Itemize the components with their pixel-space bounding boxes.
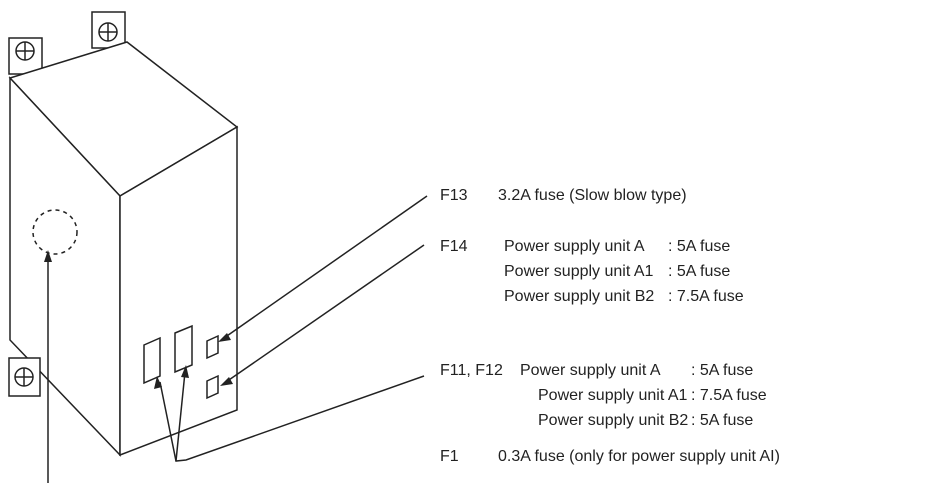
leader-line-f14 (225, 244, 425, 383)
label-f11-f12-code: F11, F12 (440, 362, 503, 379)
label-f14-rating-b2: : 7.5A fuse (668, 288, 744, 305)
label-f11-f12-unit-a1: Power supply unit A1 (538, 387, 688, 404)
label-f11-f12-unit-b2: Power supply unit B2 (538, 412, 689, 429)
label-f11-f12-rating-b2: : 5A fuse (691, 412, 754, 429)
label-f13-desc: 3.2A fuse (Slow blow type) (498, 187, 687, 204)
leader-line-f11-f12 (159, 375, 425, 462)
mounting-tab-top-right (91, 11, 126, 49)
unit-body (8, 41, 239, 457)
label-f11-f12-rating-a: : 5A fuse (691, 362, 754, 379)
fuse-holder-f14 (206, 374, 219, 400)
label-f11-f12-rating-a1: : 7.5A fuse (691, 387, 767, 404)
leader-line-f13 (223, 195, 428, 339)
label-f14-rating-a: : 5A fuse (668, 238, 731, 255)
arrow-f11 (154, 376, 162, 389)
label-f11-f12-unit-a: Power supply unit A (520, 362, 661, 379)
label-f14-unit-b2: Power supply unit B2 (504, 288, 655, 305)
label-f14-unit-a1: Power supply unit A1 (504, 263, 654, 280)
fuse-holder-f13 (206, 334, 219, 360)
fuse-f1-location (32, 209, 78, 255)
label-f14-rating-a1: : 5A fuse (668, 263, 731, 280)
label-f1-code: F1 (440, 448, 459, 465)
arrow-f14 (220, 377, 233, 386)
label-f13-code: F13 (440, 187, 468, 204)
fuse-holder-f12 (174, 324, 193, 374)
label-f1-desc: 0.3A fuse (only for power supply unit AI… (498, 448, 780, 465)
mounting-tab-bottom-left (8, 357, 41, 397)
fuse-holder-f11 (143, 336, 161, 385)
arrow-f12 (181, 365, 189, 378)
label-f14-unit-a: Power supply unit A (504, 238, 645, 255)
arrow-f13 (218, 333, 231, 342)
arrow-f1 (44, 250, 52, 262)
mounting-tab-top-left (8, 37, 43, 75)
label-f14-code: F14 (440, 238, 468, 255)
